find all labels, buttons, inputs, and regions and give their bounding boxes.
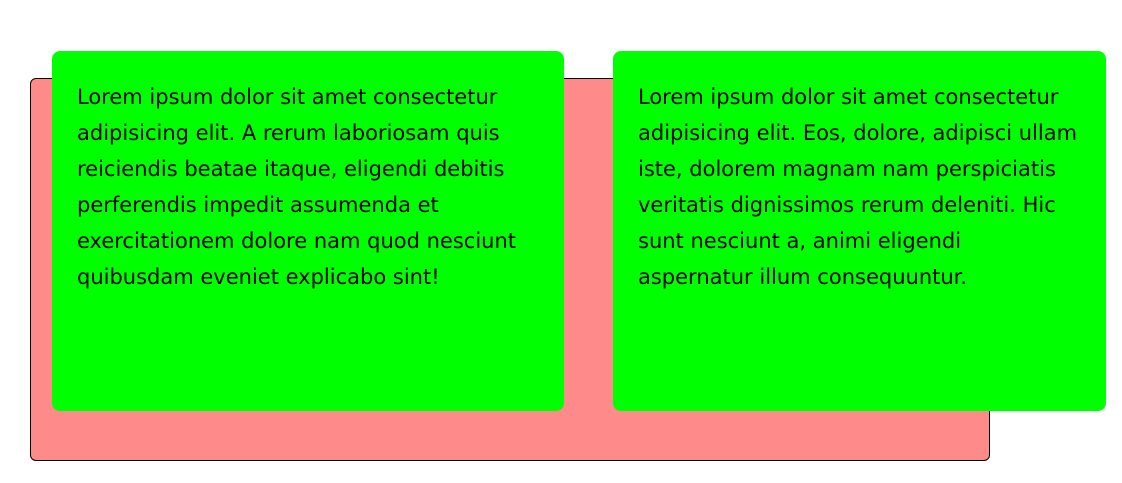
card-right: Lorem ipsum dolor sit amet consectetur a…: [613, 51, 1106, 411]
card-left-text: Lorem ipsum dolor sit amet consectetur a…: [77, 85, 517, 289]
card-right-text: Lorem ipsum dolor sit amet consectetur a…: [638, 85, 1078, 289]
card-left: Lorem ipsum dolor sit amet consectetur a…: [52, 51, 564, 411]
